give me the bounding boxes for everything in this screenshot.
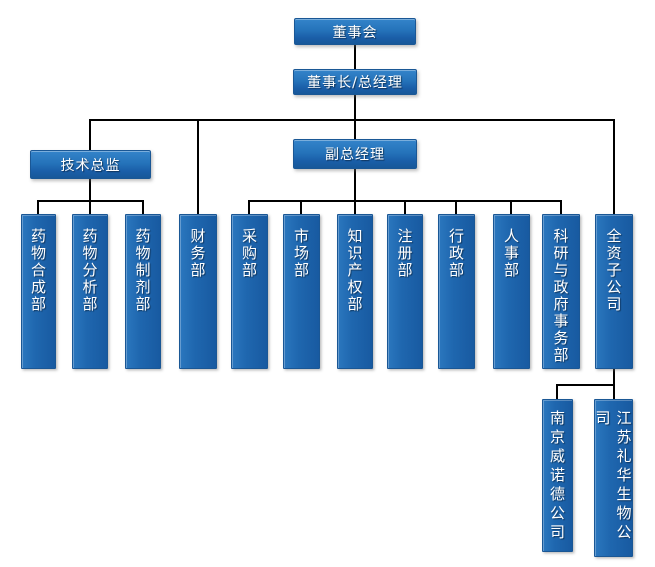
org-node-dept-drug-formulation: 药物制剂部 — [125, 214, 161, 369]
org-node-dept-drug-analysis: 药物分析部 — [72, 214, 108, 369]
org-node-dept-purchasing: 采购部 — [231, 214, 268, 369]
connector-line — [613, 369, 615, 386]
connector-line — [560, 200, 562, 214]
connector-line — [248, 200, 250, 214]
org-node-dept-drug-synthesis: 药物合成部 — [21, 214, 56, 369]
connector-line — [455, 200, 457, 214]
connector-line — [89, 119, 615, 121]
connector-line — [37, 200, 39, 214]
connector-line — [556, 384, 558, 399]
connector-line — [613, 384, 615, 399]
org-node-board: 董事会 — [294, 18, 416, 45]
org-node-dept-intellectual-property: 知识产权部 — [337, 214, 373, 369]
org-node-dept-research-government-affairs: 科研与政府事务部 — [542, 214, 580, 369]
connector-line — [354, 95, 356, 121]
org-node-chairman-gm: 董事长/总经理 — [293, 69, 417, 95]
connector-line — [510, 200, 512, 214]
connector-line — [89, 179, 91, 214]
org-node-dept-administration: 行政部 — [438, 214, 475, 369]
connector-line — [89, 119, 91, 150]
org-node-tech-director: 技术总监 — [30, 150, 151, 179]
connector-line — [613, 119, 615, 214]
connector-line — [142, 200, 144, 214]
org-node-subsidiary-nanjing-weinuode: 南京威诺德公司 — [542, 399, 573, 552]
org-node-subsidiary-jiangsu-lihua: 江苏礼华生物公司 — [594, 399, 633, 557]
org-node-wholly-owned-subsidiary: 全资子公司 — [595, 214, 633, 369]
org-node-dept-marketing: 市场部 — [283, 214, 320, 369]
connector-line — [404, 200, 406, 214]
connector-line — [354, 119, 356, 139]
connector-line — [354, 45, 356, 70]
org-node-dept-registration: 注册部 — [387, 214, 423, 369]
org-node-dept-hr: 人事部 — [493, 214, 530, 369]
connector-line — [197, 119, 199, 214]
org-node-deputy-gm: 副总经理 — [293, 139, 417, 169]
org-node-dept-finance: 财务部 — [179, 214, 217, 369]
connector-line — [300, 200, 302, 214]
connector-line — [37, 200, 144, 202]
connector-line — [556, 384, 615, 386]
connector-line — [354, 169, 356, 214]
